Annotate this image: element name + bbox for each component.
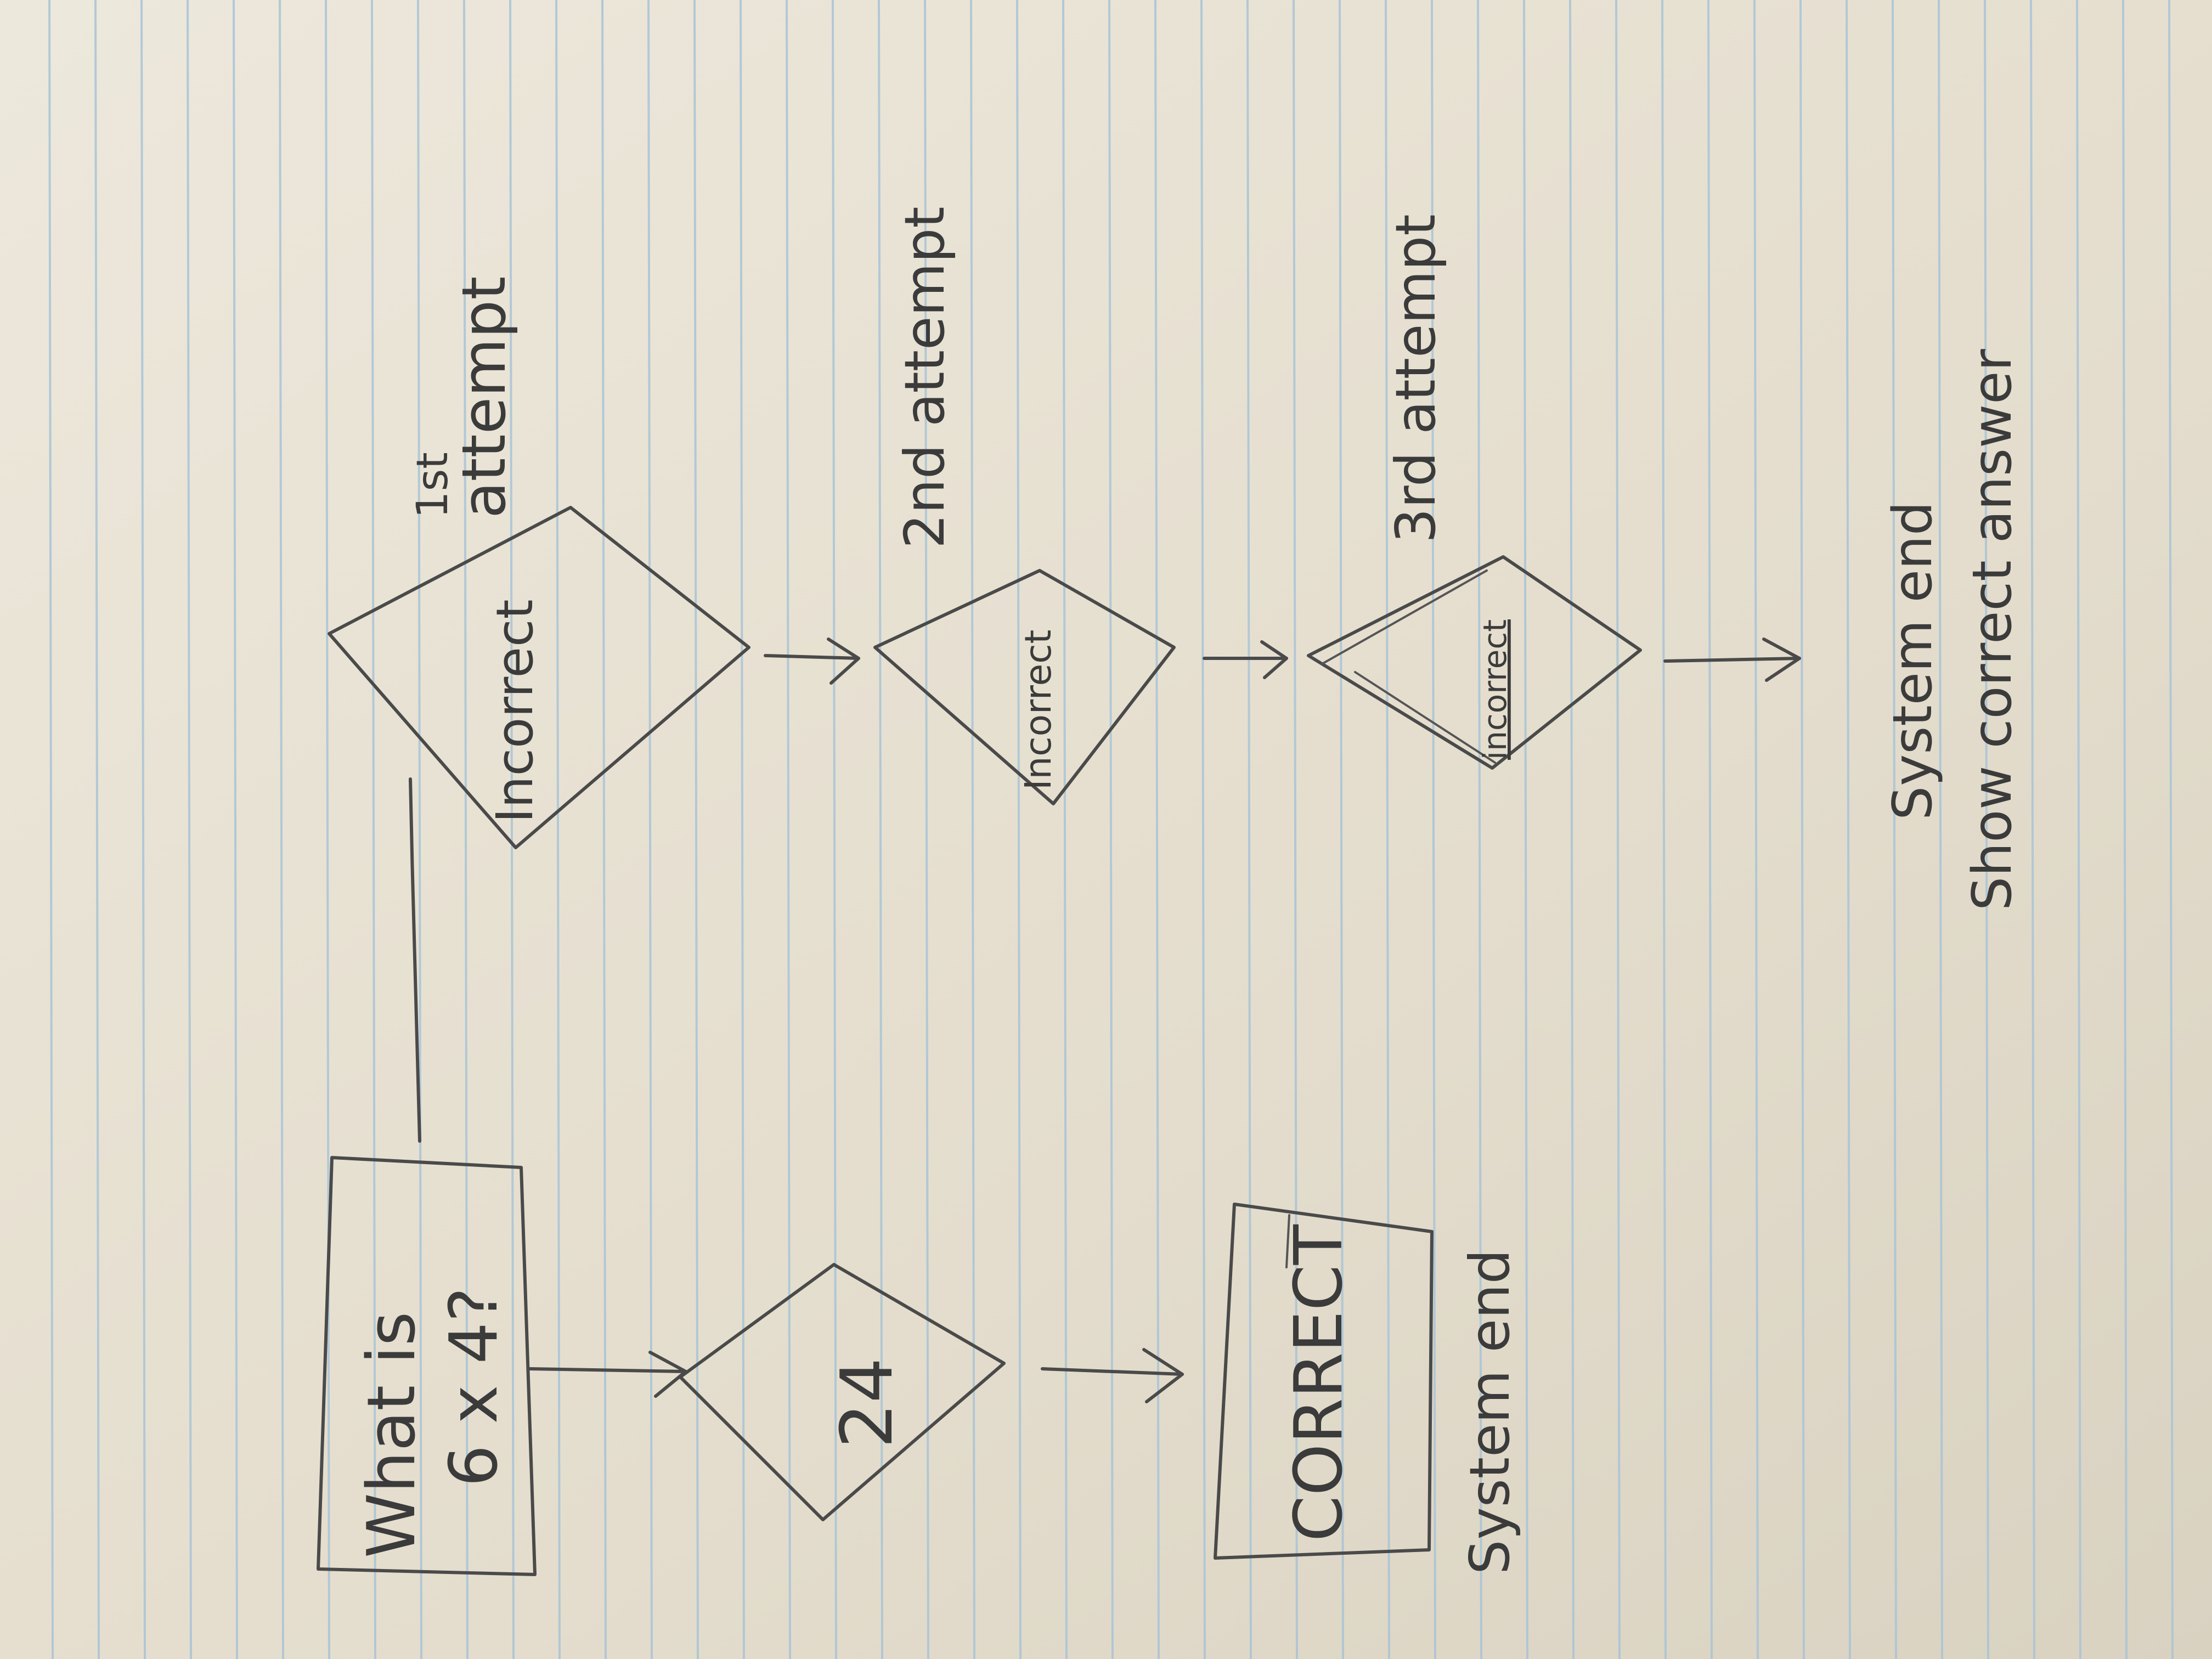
ruled-line bbox=[1799, 0, 1805, 1659]
question-box bbox=[317, 1156, 537, 1576]
final-line1: System end bbox=[1882, 501, 1944, 820]
ruled-line bbox=[1200, 0, 1206, 1659]
ruled-line bbox=[2122, 0, 2128, 1659]
attempt3-label: 3rd attempt bbox=[1384, 214, 1448, 543]
answer-value: 24 bbox=[825, 1358, 909, 1448]
ruled-line bbox=[1892, 0, 1897, 1659]
ruled-line bbox=[1108, 0, 1114, 1659]
ruled-line bbox=[693, 0, 699, 1659]
question-line2: 6 x 4? bbox=[436, 1287, 512, 1487]
ruled-line bbox=[2168, 0, 2174, 1659]
ruled-line bbox=[1016, 0, 1022, 1659]
ruled-line bbox=[1846, 0, 1851, 1659]
connector-question-to-attempt1 bbox=[409, 777, 421, 1143]
ruled-line bbox=[417, 0, 422, 1659]
attempt1-decision: Incorrect bbox=[486, 599, 544, 823]
ruled-line bbox=[187, 0, 192, 1659]
ruled-line bbox=[1339, 0, 1344, 1659]
arrow-answer-to-correct bbox=[1041, 1348, 1184, 1403]
correct-label: CORRECT bbox=[1281, 1224, 1357, 1542]
arrow-attempt3-to-final bbox=[1663, 637, 1801, 682]
ruled-line bbox=[1477, 0, 1482, 1659]
ruled-line bbox=[325, 0, 330, 1659]
arrow-attempt2-to-attempt3 bbox=[1203, 640, 1288, 679]
ruled-line bbox=[233, 0, 238, 1659]
ruled-line bbox=[924, 0, 929, 1659]
ruled-lines bbox=[48, 0, 2174, 1659]
answer-diamond bbox=[679, 1263, 1006, 1521]
ruled-line bbox=[1615, 0, 1621, 1659]
ruled-line bbox=[2030, 0, 2035, 1659]
ruled-line bbox=[740, 0, 745, 1659]
ruled-line bbox=[2076, 0, 2081, 1659]
ruled-line bbox=[140, 0, 146, 1659]
ruled-line bbox=[509, 0, 515, 1659]
attempt1-diamond bbox=[328, 506, 751, 849]
ruled-line bbox=[48, 0, 54, 1659]
attempt1-label-line1: 1st bbox=[408, 452, 458, 518]
attempt2-decision: Incorrect bbox=[1017, 630, 1059, 790]
ruled-line bbox=[94, 0, 100, 1659]
ruled-line bbox=[970, 0, 975, 1659]
ruled-line bbox=[1431, 0, 1436, 1659]
ruled-line bbox=[1293, 0, 1298, 1659]
attempt2-diamond bbox=[873, 569, 1176, 805]
ruled-line bbox=[1246, 0, 1252, 1659]
correct-note: System end bbox=[1458, 1249, 1522, 1575]
attempt1-label-line2: attempt bbox=[449, 276, 519, 518]
ruled-line bbox=[1062, 0, 1068, 1659]
ruled-line bbox=[1753, 0, 1759, 1659]
attempt3-decision: incorrect bbox=[1476, 619, 1514, 760]
ruled-line bbox=[786, 0, 791, 1659]
ruled-line bbox=[832, 0, 837, 1659]
ruled-line bbox=[1154, 0, 1160, 1659]
ruled-line bbox=[1569, 0, 1575, 1659]
ruled-line bbox=[463, 0, 469, 1659]
ruled-line bbox=[279, 0, 284, 1659]
ruled-line bbox=[647, 0, 653, 1659]
question-line1: What is bbox=[354, 1312, 430, 1558]
attempt2-label: 2nd attempt bbox=[893, 206, 957, 549]
ruled-line bbox=[1984, 0, 1989, 1659]
arrow-attempt1-to-attempt2 bbox=[764, 637, 860, 685]
attempt3-diamond bbox=[1307, 555, 1642, 770]
ruled-line bbox=[1707, 0, 1713, 1659]
ruled-line bbox=[601, 0, 607, 1659]
ruled-line bbox=[1385, 0, 1390, 1659]
ruled-line bbox=[1523, 0, 1528, 1659]
ruled-line bbox=[555, 0, 561, 1659]
ruled-line bbox=[878, 0, 883, 1659]
correct-box bbox=[1214, 1203, 1434, 1560]
ruled-line bbox=[1938, 0, 1943, 1659]
ruled-line bbox=[371, 0, 376, 1659]
ruled-line bbox=[1661, 0, 1667, 1659]
final-line2: Show correct answer bbox=[1961, 348, 2024, 911]
